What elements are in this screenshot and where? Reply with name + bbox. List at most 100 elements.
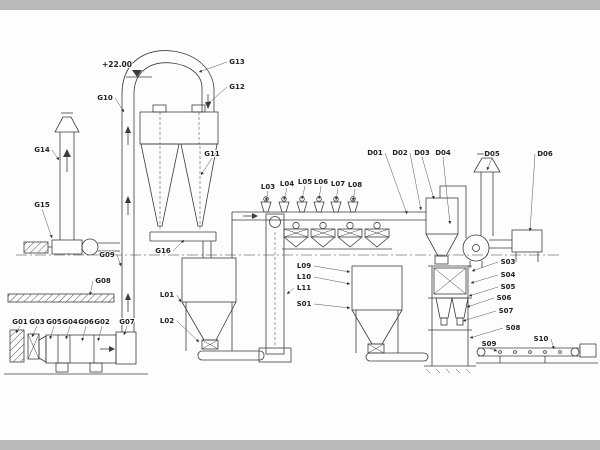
part-label-s04: S04: [501, 271, 516, 279]
part-label-g10: G10: [97, 94, 113, 102]
leader-line-s06: [466, 297, 495, 308]
bottom-band: [0, 440, 600, 450]
elevation-marker: [126, 70, 152, 78]
leader-line-l08: [352, 188, 356, 202]
part-label-g13: G13: [229, 58, 245, 66]
part-label-l05: L05: [298, 178, 312, 186]
leader-line-g07: [123, 325, 128, 336]
leader-line-l06: [317, 185, 322, 200]
feeder: [278, 196, 290, 213]
rotary-feeders: [260, 196, 359, 213]
belt-conveyor: [476, 343, 598, 364]
overhead-elbow-duct: [121, 50, 215, 112]
leader-line-g05: [49, 325, 55, 340]
mixer-unit: [364, 221, 390, 248]
part-label-l10: L10: [297, 273, 311, 281]
part-label-g05: G05: [46, 318, 62, 326]
mixer-units: [282, 221, 392, 250]
part-label-g01: G01: [12, 318, 28, 326]
leader-line-s04: [470, 274, 499, 284]
leader-line-g09: [116, 254, 122, 267]
exhaust-stack-right: [473, 153, 501, 236]
part-label-l02: L02: [160, 317, 174, 325]
elevation-triangle-icon: [132, 70, 142, 77]
leader-line-s10: [550, 338, 555, 350]
exhaust-stack-left: [54, 112, 80, 240]
leader-line-s05: [468, 286, 499, 297]
top-band: [0, 0, 600, 10]
leader-line-g01: [15, 325, 21, 334]
part-label-s05: S05: [501, 283, 516, 291]
mixer-unit: [283, 221, 309, 248]
part-label-d03: D03: [414, 149, 430, 157]
leader-line-s08: [469, 327, 504, 339]
leader-line-l07: [335, 187, 339, 201]
leader-line-l09: [313, 265, 351, 273]
part-label-g06: G06: [78, 318, 94, 326]
flow-arrow-up: [63, 149, 71, 157]
part-label-s03: S03: [501, 258, 516, 266]
flow-arrow-down: [205, 102, 211, 109]
cyclone-separators: [139, 104, 219, 258]
part-label-s08: S08: [506, 324, 521, 332]
leader-line-g06: [81, 325, 87, 342]
part-label-l01: L01: [160, 291, 174, 299]
part-label-l08: L08: [348, 181, 362, 189]
leader-line-g14: [51, 149, 60, 161]
riser-duct: [121, 94, 135, 332]
leader-line-d04: [442, 156, 452, 225]
part-label-g15: G15: [34, 201, 50, 209]
leader-line-l04: [283, 187, 288, 201]
part-label-g14: G14: [34, 146, 50, 154]
leader-line-l01: [176, 294, 182, 303]
leader-line-s07: [462, 310, 497, 322]
leader-line-l03: [265, 190, 269, 202]
feeder: [330, 196, 342, 213]
leader-line-l11: [286, 287, 295, 295]
leader-line-g16: [172, 239, 185, 252]
exhaust-fan: [462, 234, 512, 268]
feeder: [260, 196, 272, 213]
leader-line-d02: [409, 152, 422, 211]
part-label-g03: G03: [29, 318, 45, 326]
part-label-g09: G09: [99, 251, 115, 259]
leader-line-g02: [97, 325, 103, 342]
part-label-s06: S06: [497, 294, 512, 302]
feeder: [347, 196, 359, 213]
leader-line-g15: [41, 208, 53, 239]
leader-line-g13: [198, 61, 228, 73]
part-label-g12: G12: [229, 83, 245, 91]
bucket-elevator: [258, 213, 292, 363]
part-label-l11: L11: [297, 284, 311, 292]
leader-line-g11: [200, 157, 213, 176]
part-label-g02: G02: [94, 318, 110, 326]
leader-line-l05: [301, 185, 306, 200]
elevation-value: +22.00: [102, 60, 132, 69]
part-label-d06: D06: [537, 150, 553, 158]
leader-line-s09: [488, 347, 498, 352]
leader-line-d01: [384, 152, 408, 215]
part-label-l03: L03: [261, 183, 275, 191]
part-label-d04: D04: [435, 149, 451, 157]
leader-line-d05: [486, 157, 493, 171]
hopper-2: [351, 265, 429, 362]
equipment-geometry: [4, 50, 598, 375]
leader-line-g08: [89, 280, 94, 296]
flow-arrow-right: [109, 346, 115, 352]
hopper-1: [181, 257, 265, 361]
leader-line-l02: [176, 320, 200, 343]
leader-line-s03: [471, 261, 499, 272]
leader-line-s01: [313, 303, 351, 310]
furnace-assembly: [4, 329, 148, 375]
leader-line-d03: [421, 156, 435, 200]
leader-line-g10: [114, 97, 125, 113]
part-label-d05: D05: [484, 150, 500, 158]
silencer-box: [511, 229, 543, 262]
part-label-s09: S09: [482, 340, 497, 348]
leader-line-d06: [528, 153, 536, 232]
part-label-g16: G16: [155, 247, 171, 255]
part-label-l04: L04: [280, 180, 294, 188]
blower-left: [23, 238, 120, 256]
